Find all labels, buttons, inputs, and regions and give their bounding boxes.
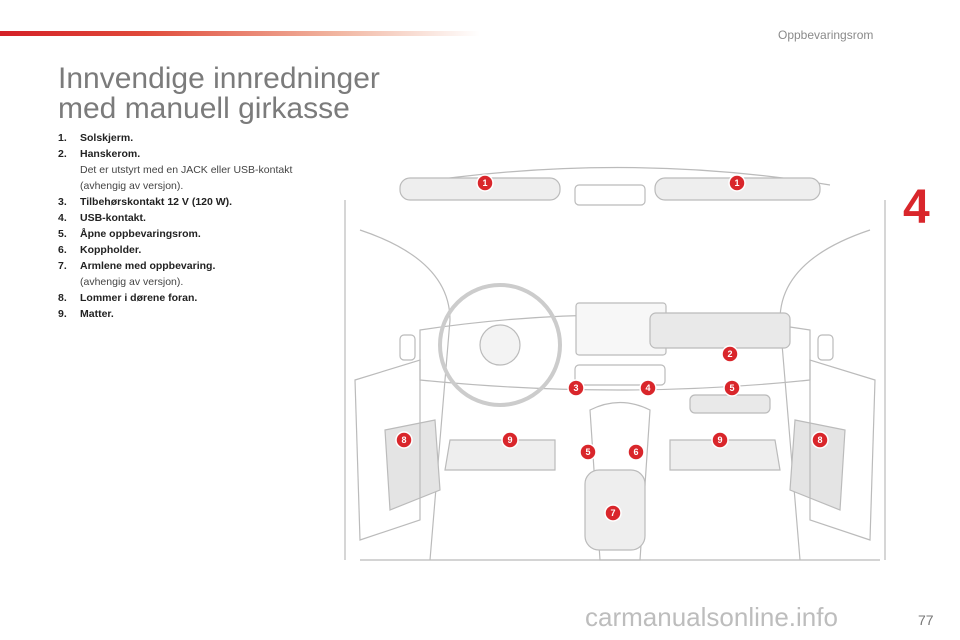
- item-number: 4.: [58, 212, 67, 224]
- svg-text:7: 7: [610, 508, 615, 518]
- list-item: 3. Tilbehørskontakt 12 V (120 W).: [58, 194, 308, 210]
- list-item: 5. Åpne oppbevaringsrom.: [58, 226, 308, 242]
- item-label: Åpne oppbevaringsrom.: [80, 228, 201, 240]
- door-pocket-left: [384, 419, 441, 511]
- chapter-number: 4: [903, 181, 930, 234]
- callout-9: 9: [711, 431, 729, 449]
- steering-wheel: [438, 283, 562, 407]
- item-number: 9.: [58, 308, 67, 320]
- item-note: Det er utstyrt med en JACK eller USB-kon…: [80, 164, 293, 192]
- svg-text:2: 2: [727, 349, 732, 359]
- callout-9: 9: [501, 431, 519, 449]
- callout-5: 5: [723, 379, 741, 397]
- list-item: 4. USB-kontakt.: [58, 210, 308, 226]
- callout-5: 5: [579, 443, 597, 461]
- item-number: 3.: [58, 196, 67, 208]
- callout-8: 8: [395, 431, 413, 449]
- item-number: 7.: [58, 260, 67, 272]
- windshield-top: [399, 166, 831, 186]
- callout-1: 1: [728, 174, 746, 192]
- svg-text:1: 1: [482, 178, 487, 188]
- list-item: 1. Solskjerm.: [58, 130, 308, 146]
- section-title: Oppbevaringsrom: [778, 28, 874, 42]
- item-number: 2.: [58, 148, 67, 160]
- callout-3: 3: [567, 379, 585, 397]
- list-item: 6. Koppholder.: [58, 242, 308, 258]
- floor-mat-right: [669, 439, 781, 471]
- svg-text:9: 9: [507, 435, 512, 445]
- door-pocket-right: [789, 419, 846, 511]
- page-title: Innvendige innredninger med manuell girk…: [58, 64, 380, 124]
- item-label: Solskjerm.: [80, 132, 134, 144]
- item-label: Lommer i dørene foran.: [80, 292, 198, 304]
- callout-8: 8: [811, 431, 829, 449]
- car-interior-illustration: 1 1 2 3 4 5 5 6 7 8 8 9 9: [344, 166, 886, 561]
- svg-text:3: 3: [573, 383, 578, 393]
- callout-1: 1: [476, 174, 494, 192]
- svg-text:8: 8: [817, 435, 822, 445]
- title-line-1: Innvendige innredninger: [58, 62, 380, 95]
- title-line-2: med manuell girkasse: [58, 92, 350, 125]
- item-note: (avhengig av versjon).: [80, 276, 184, 288]
- list-item: 2. Hanskerom. Det er utstyrt med en JACK e…: [58, 146, 308, 194]
- svg-text:8: 8: [401, 435, 406, 445]
- item-number: 6.: [58, 244, 67, 256]
- list-item: 7. Armlene med oppbevaring. (avhengig av v…: [58, 258, 308, 290]
- svg-text:1: 1: [734, 178, 739, 188]
- svg-text:5: 5: [729, 383, 734, 393]
- item-label: Koppholder.: [80, 244, 142, 256]
- open-storage: [689, 394, 771, 414]
- item-label: USB-kontakt.: [80, 212, 146, 224]
- callout-4: 4: [639, 379, 657, 397]
- item-number: 5.: [58, 228, 67, 240]
- svg-text:4: 4: [645, 383, 650, 393]
- item-label: Hanskerom.: [80, 148, 141, 160]
- item-label: Armlene med oppbevaring.: [80, 260, 216, 272]
- rearview-mirror: [574, 184, 646, 206]
- list-item: 8. Lommer i dørene foran.: [58, 290, 308, 306]
- callout-6: 6: [627, 443, 645, 461]
- header-accent-bar: [0, 31, 480, 36]
- list-item: 9. Matter.: [58, 306, 308, 322]
- callout-badges: 1 1 2 3 4 5 5 6 7 8 8 9 9: [395, 174, 829, 522]
- item-label: Matter.: [80, 308, 114, 320]
- svg-text:9: 9: [717, 435, 722, 445]
- watermark: carmanualsonline.info: [585, 602, 838, 632]
- callout-7: 7: [604, 504, 622, 522]
- page-number: 77: [918, 612, 934, 628]
- legend-list: 1. Solskjerm. 2. Hanskerom. Det er utstyrt …: [58, 130, 308, 322]
- callout-2: 2: [721, 345, 739, 363]
- glovebox: [649, 312, 791, 349]
- floor-mat-left: [444, 439, 556, 471]
- item-label: Tilbehørskontakt 12 V (120 W).: [80, 196, 233, 208]
- svg-text:6: 6: [633, 447, 638, 457]
- item-number: 8.: [58, 292, 67, 304]
- item-number: 1.: [58, 132, 67, 144]
- svg-text:5: 5: [585, 447, 590, 457]
